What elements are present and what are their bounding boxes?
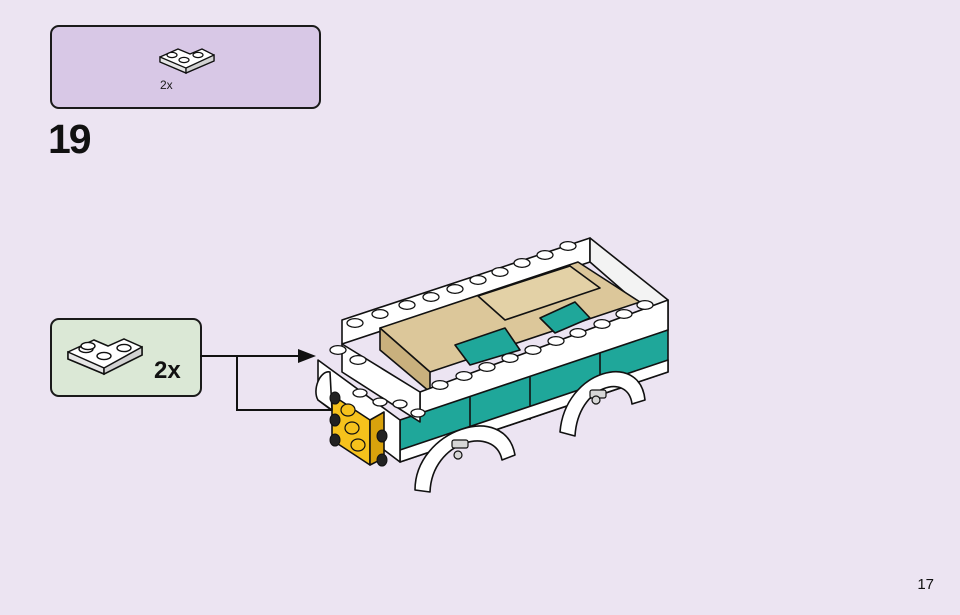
- plate-corner-white-icon: [159, 48, 215, 74]
- parts-list-box: 2x: [50, 25, 321, 109]
- yellow-studs: [340, 403, 366, 452]
- callout-box: 2x: [50, 318, 202, 397]
- page-number: 17: [917, 576, 934, 593]
- plate-corner-white-icon: [67, 338, 143, 376]
- placement-arrow: [200, 355, 368, 411]
- axles: [451, 389, 607, 460]
- parts-quantity: 2x: [160, 78, 173, 92]
- arrow-head: [298, 349, 316, 363]
- front-studs: [329, 391, 388, 467]
- step-number: 19: [48, 116, 92, 162]
- studs: [329, 240, 654, 418]
- callout-quantity: 2x: [154, 357, 181, 384]
